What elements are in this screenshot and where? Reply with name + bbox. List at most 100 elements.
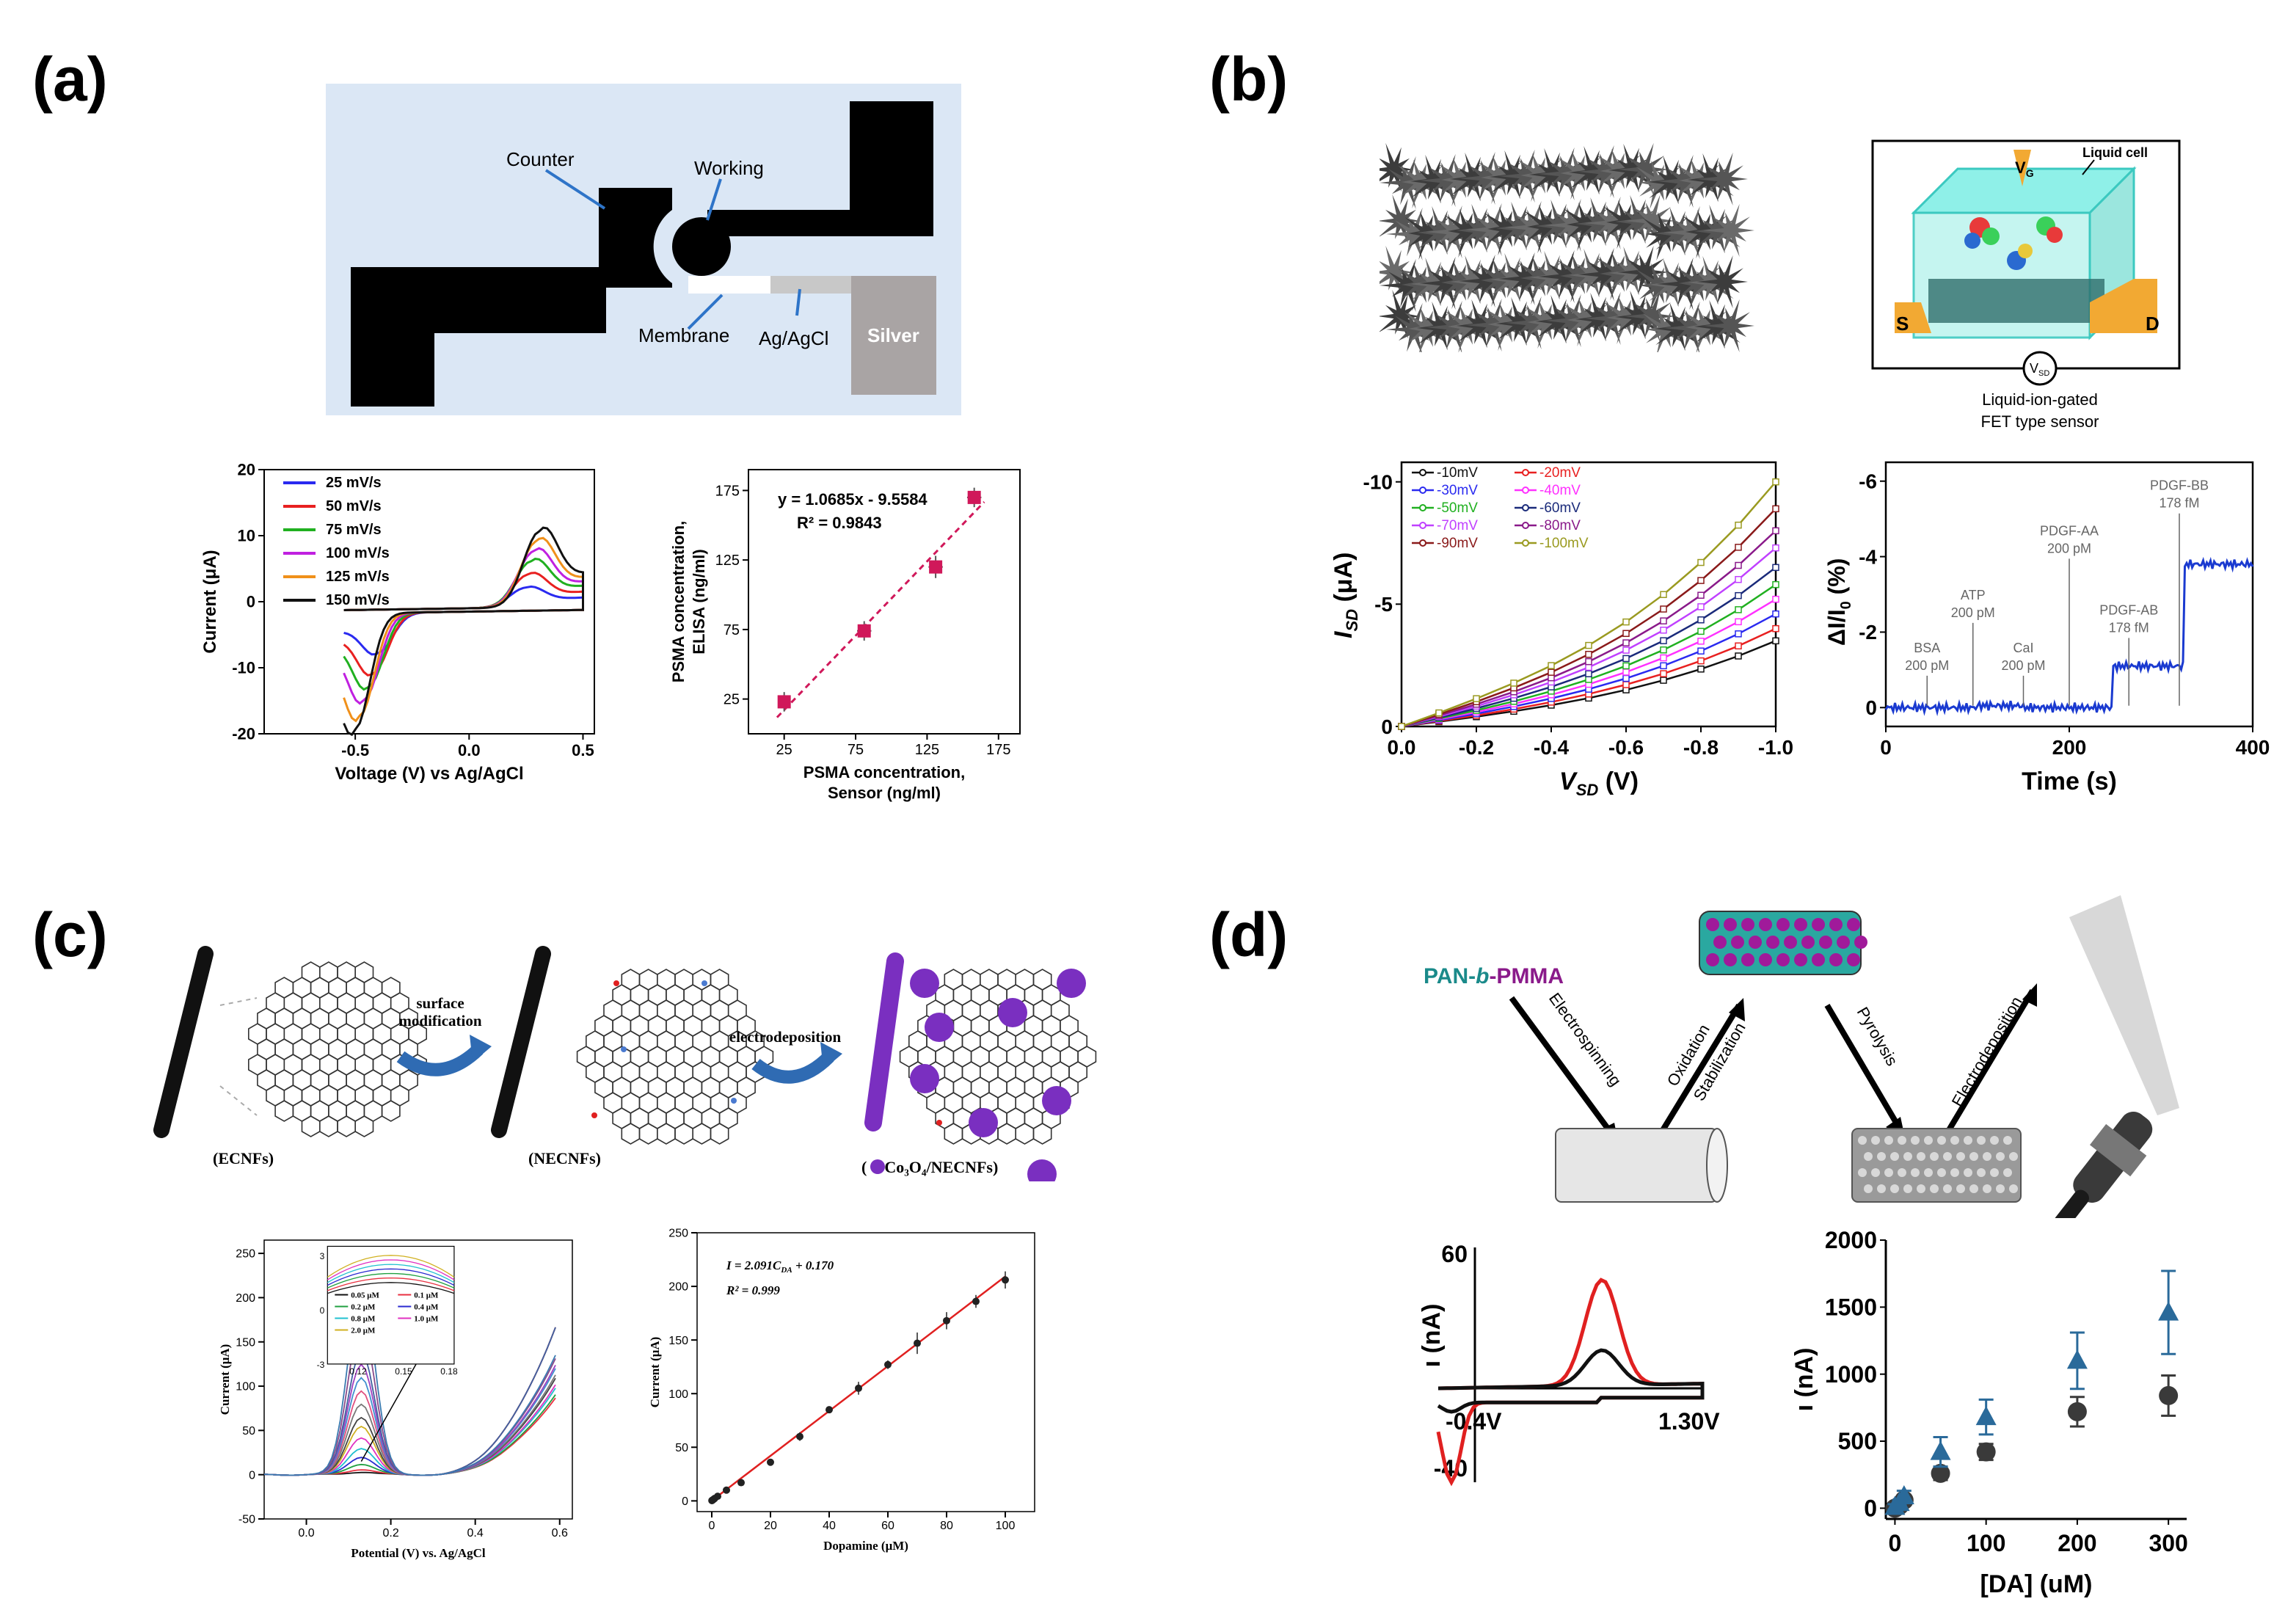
working-label: Working bbox=[694, 157, 764, 179]
fit-r2: R² = 0.999 bbox=[726, 1283, 780, 1297]
iv-marker bbox=[1622, 674, 1630, 682]
y-tick-label: -10 bbox=[232, 659, 255, 677]
y-tick-label: 0 bbox=[682, 1495, 688, 1508]
pmma-dot bbox=[1794, 953, 1807, 966]
iv-marker bbox=[1697, 666, 1705, 673]
x-axis-label: Voltage (V) vs Ag/AgCl bbox=[335, 764, 523, 784]
y-tick-label: 200 bbox=[236, 1292, 255, 1305]
pore-dot bbox=[1930, 1184, 1939, 1193]
channel-layer bbox=[1928, 279, 2104, 323]
data-point-triangle bbox=[2158, 1301, 2179, 1321]
y-axis-label: Current (μA) bbox=[648, 1337, 662, 1408]
nanostructure-spike bbox=[1498, 149, 1550, 203]
pan-pmma-process-schematic: PAN-b-PMMA Electrospinning Oxidation Sta… bbox=[1424, 895, 2179, 1218]
graphene-sheet bbox=[576, 969, 774, 1145]
electrodeposition-label: Electrodeposition bbox=[1948, 994, 2026, 1110]
x-tick-label: 100 bbox=[1967, 1530, 2005, 1556]
co3o4-particle-legend bbox=[870, 1159, 885, 1174]
necnfs-label: (NECNFs) bbox=[528, 1149, 601, 1167]
iv-marker bbox=[1622, 630, 1630, 638]
pmma-dot bbox=[1741, 953, 1754, 966]
graphene-sheet bbox=[899, 969, 1097, 1181]
y-tick-label: 75 bbox=[724, 622, 740, 638]
iv-marker bbox=[1735, 652, 1742, 660]
iv-marker bbox=[1697, 627, 1705, 635]
nanostructure-spike bbox=[1617, 142, 1669, 197]
pore-dot bbox=[1977, 1168, 1986, 1177]
hexagon-ring bbox=[337, 1115, 357, 1137]
drain-electrode bbox=[2090, 279, 2157, 333]
pore-dot bbox=[2003, 1136, 2012, 1145]
inset-y-tick: 3 bbox=[320, 1251, 325, 1261]
pore-dot bbox=[1917, 1152, 1925, 1161]
co3o4-particle bbox=[910, 1064, 939, 1093]
y-tick-label: -10 bbox=[1363, 470, 1393, 493]
porous-carbon-fiber bbox=[1851, 1128, 2022, 1203]
legend-label: 0.8 μM bbox=[351, 1314, 376, 1323]
biomolecule bbox=[2047, 227, 2063, 243]
x-axis-label: [DA] (uM) bbox=[1980, 1570, 2093, 1598]
pmma-dot bbox=[1741, 918, 1754, 931]
legend-label: 50 mV/s bbox=[326, 498, 382, 514]
legend-label: 100 mV/s bbox=[326, 545, 390, 561]
x-tick-label: -0.8 bbox=[1683, 736, 1719, 759]
graphene-sheet bbox=[248, 961, 428, 1137]
pores bbox=[1858, 1136, 2018, 1193]
co3o4-particle bbox=[1057, 969, 1086, 998]
hexagon-ring bbox=[944, 1123, 963, 1145]
inset-y-tick: 0 bbox=[320, 1305, 325, 1316]
nanostructure-spike bbox=[1538, 147, 1589, 201]
x-tick-label: 0 bbox=[1889, 1530, 1902, 1556]
vsd-source-symbol bbox=[2022, 351, 2058, 386]
pore-dot bbox=[1964, 1168, 1972, 1177]
x-axis-label: Time (s) bbox=[2022, 768, 2117, 795]
iv-marker bbox=[1622, 618, 1630, 626]
iv-marker bbox=[1585, 663, 1592, 671]
legend-marker bbox=[1522, 469, 1529, 476]
pmma-dot bbox=[1759, 918, 1772, 931]
pmma-dot bbox=[1812, 953, 1825, 966]
iv-marker bbox=[1772, 637, 1779, 645]
y-tick-label: -2 bbox=[1859, 621, 1877, 644]
legend-marker bbox=[1419, 469, 1426, 476]
pore-dot bbox=[1877, 1184, 1886, 1193]
heteroatom bbox=[701, 980, 707, 986]
iv-marker bbox=[1660, 670, 1667, 677]
iv-marker bbox=[1772, 610, 1779, 618]
working-leader bbox=[706, 178, 722, 221]
legend-label: -50mV bbox=[1437, 500, 1478, 516]
nanostructure-spike bbox=[1624, 289, 1675, 343]
pore-dot bbox=[1990, 1168, 1999, 1177]
inset-frame bbox=[327, 1245, 455, 1365]
nanostructure-spike bbox=[1459, 254, 1510, 308]
pmma-dot bbox=[1847, 918, 1860, 931]
inset-y-tick: -3 bbox=[317, 1360, 325, 1370]
legend-marker bbox=[1419, 504, 1426, 511]
data-point bbox=[943, 1316, 950, 1324]
data-point bbox=[714, 1493, 721, 1501]
co3o4-fiber bbox=[864, 952, 904, 1131]
legend-label: 0.2 μM bbox=[351, 1302, 376, 1311]
legend-label: -90mV bbox=[1437, 536, 1478, 551]
y-tick-label: 250 bbox=[236, 1248, 255, 1261]
silver-label: Silver bbox=[867, 324, 919, 346]
y-axis-label-line2: ELISA (ng/ml) bbox=[690, 549, 708, 654]
nanostructure-spike bbox=[1697, 152, 1748, 206]
y-tick-label: 0 bbox=[1381, 715, 1393, 738]
pore-dot bbox=[1898, 1136, 1906, 1145]
x-tick-label: 0.0 bbox=[1388, 736, 1416, 759]
x-tick-label: -0.5 bbox=[341, 741, 369, 759]
data-point bbox=[1002, 1276, 1009, 1284]
x-tick-label: 60 bbox=[881, 1520, 894, 1532]
x-tick-label: 200 bbox=[2052, 736, 2087, 759]
pmma-dot bbox=[1794, 918, 1807, 931]
pore-dot bbox=[1903, 1184, 1912, 1193]
annotation-line1: BSA bbox=[1914, 641, 1940, 655]
counter-electrode bbox=[599, 188, 672, 288]
pore-dot bbox=[1884, 1168, 1893, 1177]
plot-frame bbox=[696, 1232, 1035, 1512]
y-axis-label: ı (nA) bbox=[1418, 1304, 1446, 1368]
legend-label: 0.05 μM bbox=[351, 1291, 379, 1300]
polymer-label: PAN-b-PMMA bbox=[1424, 964, 1564, 988]
zoom-arrow bbox=[360, 1363, 417, 1462]
